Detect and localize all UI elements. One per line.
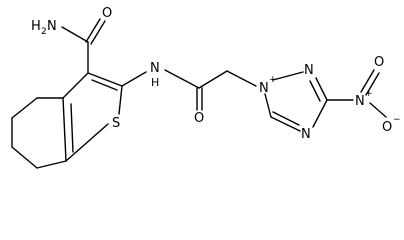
nitro-n-label: N + — [355, 89, 373, 109]
bond-thio-s-c7a — [65, 123, 109, 162]
triazole-n1: N — [259, 81, 269, 96]
triazole-n4-label: N — [301, 127, 311, 142]
nitro-n-charge: + — [365, 89, 373, 99]
nitro-oxygen-label: O — [374, 55, 384, 70]
nitro-ominus-charge: − — [393, 115, 401, 125]
linker-n: N — [150, 61, 160, 76]
structure-canvas: H 2 N O N H O S N + N N N + O — [11, 6, 401, 169]
bond-nitro-ominus — [369, 102, 387, 118]
nitro-n: N — [355, 94, 365, 109]
bond-ring-5 — [36, 160, 67, 169]
bond-c2-nh — [121, 71, 147, 87]
sulfur-label: S — [112, 116, 120, 131]
bond-thio-c7a-c3a-double — [70, 103, 74, 153]
nitro-ominus-label: O − — [382, 115, 401, 135]
bond-thio-c3-c2 — [87, 72, 123, 87]
bond-thio-c3a-c3 — [62, 72, 89, 99]
bond-tz-n1-n2 — [272, 71, 304, 81]
amide-oxygen-label: O — [102, 6, 112, 21]
triazole-n1-label: N + — [259, 75, 277, 96]
linker-nh-label: N H — [150, 61, 160, 89]
bond-camide-o-2 — [90, 20, 106, 45]
bond-tz-n2-c3 — [315, 77, 328, 101]
amide-nh2-label: H 2 N — [31, 19, 57, 37]
linker-h: H — [151, 76, 159, 89]
bond-ring-4 — [11, 146, 38, 169]
bonds — [11, 18, 387, 169]
bond-tz-n4-c5-double — [272, 111, 300, 126]
bond-thio-c3-c2-double — [91, 79, 118, 91]
bond-ring-6 — [62, 97, 67, 162]
triazole-n1-charge: + — [269, 75, 277, 85]
carbonyl-oxygen-label: O — [194, 111, 204, 126]
bond-nitro-o-1 — [360, 69, 375, 93]
bond-nh-cco — [164, 69, 200, 89]
amide-nh2-h: H — [31, 19, 41, 34]
bond-cco-ch2 — [198, 70, 228, 89]
bond-tz-n2-c3-double — [309, 80, 321, 102]
triazole-n2-label: N — [304, 63, 314, 78]
bond-tz-c3-n4 — [312, 99, 328, 128]
molecule-diagram: H 2 N O N H O S N + N N N + O — [11, 6, 401, 169]
bond-nitro-o-2 — [365, 72, 380, 96]
bond-ring-2 — [11, 97, 38, 119]
bond-camide-o-1 — [85, 18, 101, 43]
bond-camide-nh2 — [61, 26, 89, 43]
bond-tz-c5-n1 — [264, 93, 272, 118]
bond-tz-n4-c5 — [270, 116, 301, 132]
amide-nh2-subscript: 2 — [41, 27, 47, 37]
nitro-ominus: O — [382, 120, 392, 135]
bond-ch2-n1 — [226, 70, 257, 87]
atom-labels: H 2 N O N H O S N + N N N + O — [31, 6, 401, 142]
amide-nh2-n: N — [47, 19, 57, 34]
bond-thio-c2-s — [118, 85, 123, 115]
